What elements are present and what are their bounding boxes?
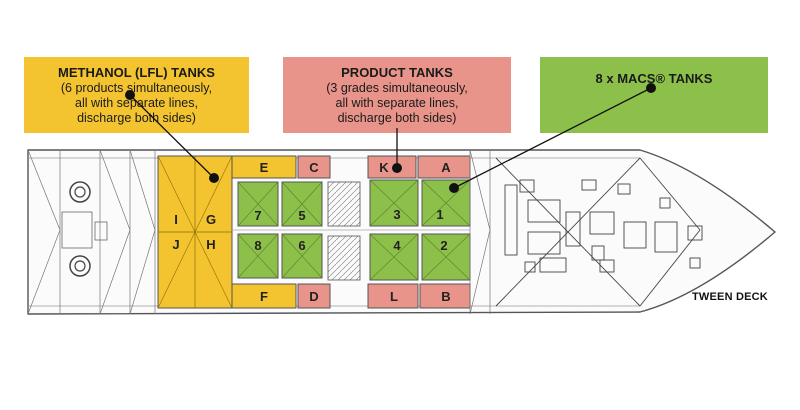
tank-l: [367, 283, 419, 309]
tank-label-7: 7: [254, 208, 261, 223]
tank-label-3: 3: [393, 207, 400, 222]
tank-label-5: 5: [298, 208, 305, 223]
tween-deck-label: TWEEN DECK: [692, 291, 768, 303]
tank-label-d: D: [309, 289, 318, 304]
macs-tanks-title: 8 x MACS® TANKS: [595, 71, 713, 86]
tank-label-e: E: [260, 160, 269, 175]
tank-e: [231, 155, 297, 179]
tank-label-i: I: [174, 212, 178, 227]
tank-label-f: F: [260, 289, 268, 304]
tank-label-8: 8: [254, 238, 261, 253]
product-leader: [392, 128, 402, 173]
tank-label-k: K: [379, 160, 389, 175]
frame-lines: [154, 149, 491, 315]
macs-leader: [449, 83, 656, 193]
tank-label-4: 4: [393, 238, 401, 253]
product-line-1: (3 grades simultaneously,: [326, 81, 468, 95]
methanol-line-1: (6 products simultaneously,: [60, 81, 213, 95]
aft-winch-top-icon: [69, 181, 91, 203]
macs-tanks-callout: 8 x MACS® TANKS: [540, 57, 768, 133]
tank-k: [367, 155, 417, 179]
tank-b: [419, 283, 471, 309]
tank-label-1: 1: [436, 207, 443, 222]
tank-d: [297, 283, 331, 309]
tank-label-j: J: [172, 237, 179, 252]
product-tanks-callout: PRODUCT TANKS (3 grades simultaneously, …: [283, 57, 511, 133]
macs-tank-diagonals: [237, 179, 471, 281]
product-tanks-title: PRODUCT TANKS: [341, 65, 453, 80]
methanol-tanks-callout: METHANOL (LFL) TANKS (6 products simulta…: [24, 57, 249, 133]
tank-label-a: A: [441, 160, 451, 175]
tank-label-b: B: [441, 289, 450, 304]
tank-label-c: C: [309, 160, 319, 175]
tank-label-l: L: [390, 289, 398, 304]
product-line-2: all with separate lines,: [335, 96, 459, 110]
tank-label-6: 6: [298, 238, 305, 253]
tank-f: [231, 283, 297, 309]
methanol-line-3: discharge both sides): [77, 111, 196, 125]
methanol-leader: [125, 90, 219, 183]
tank-label-g: G: [206, 212, 216, 227]
tank-label-h: H: [206, 237, 215, 252]
pump-room-upper: [327, 181, 361, 227]
tank-c: [297, 155, 331, 179]
methanol-line-2: all with separate lines,: [75, 96, 198, 110]
pump-room-lower: [327, 235, 361, 281]
aft-winch-bottom-icon: [69, 255, 91, 277]
methanol-tanks-title: METHANOL (LFL) TANKS: [58, 65, 215, 80]
methanol-block: [157, 155, 233, 309]
forward-machinery: [495, 157, 703, 307]
tank-label-2: 2: [440, 238, 447, 253]
product-line-3: discharge both sides): [337, 111, 457, 125]
aft-structure: [27, 149, 156, 315]
